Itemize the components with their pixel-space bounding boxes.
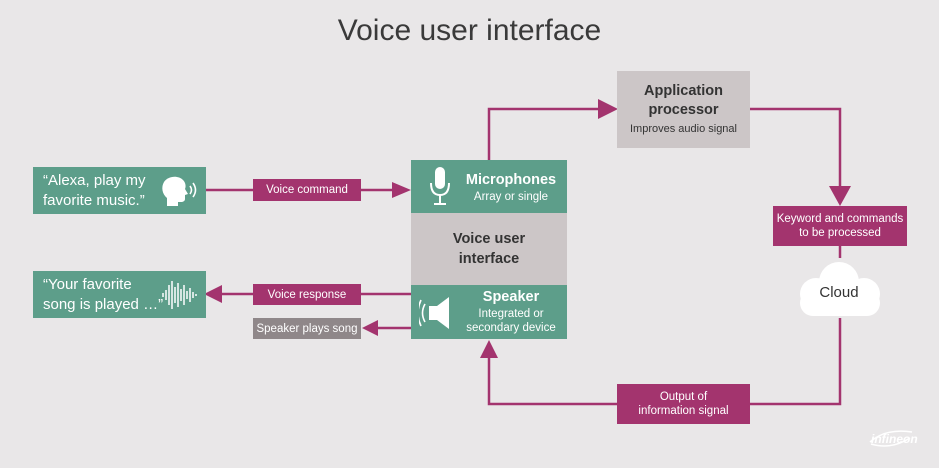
output-line2: information signal	[638, 405, 729, 417]
voice-user-interface-box: Voice user interface	[411, 213, 567, 285]
app-processor-line1: Application	[644, 83, 723, 99]
speaker-sub-line2: secondary device	[466, 322, 556, 334]
input-quote-line1: “Alexa, play my	[43, 171, 146, 189]
cloud-icon	[800, 262, 880, 316]
speaker-box: Speaker Integrated or secondary device	[411, 285, 567, 339]
output-quote-line2: song is played …”	[43, 295, 164, 313]
microphones-subtitle: Array or single	[473, 191, 549, 203]
keyword-line2: to be processed	[799, 227, 881, 239]
application-processor-box: Application processor Improves audio sig…	[617, 71, 750, 148]
infineon-logo	[869, 430, 913, 447]
speaker-plays-song-label: Speaker plays song	[253, 318, 361, 339]
microphones-title: Microphones	[465, 172, 557, 188]
logo-text: infineon	[871, 432, 918, 446]
output-information-signal-label: Output of information signal	[617, 384, 750, 424]
output-quote-line1: “Your favorite	[43, 275, 132, 293]
app-processor-subtitle: Improves audio signal	[629, 123, 737, 135]
keyword-line1: Keyword and commands	[776, 213, 904, 225]
voice-command-label: Voice command	[253, 179, 361, 201]
vui-line1: Voice user	[452, 231, 526, 247]
vui-line2: interface	[458, 251, 520, 267]
microphone-icon	[430, 167, 450, 205]
waveform-icon	[162, 281, 197, 309]
input-quote-line2: favorite music.”	[43, 191, 145, 209]
output-quote-box: “Your favorite song is played …”	[33, 271, 206, 318]
app-processor-line2: processor	[648, 102, 719, 118]
speaking-head-icon	[162, 176, 197, 206]
microphones-box: Microphones Array or single	[411, 160, 567, 213]
speaker-icon	[419, 297, 449, 329]
cloud-label: Cloud	[819, 284, 859, 301]
speaker-title: Speaker	[482, 289, 540, 305]
speaker-sub-line1: Integrated or	[478, 308, 544, 320]
keyword-commands-label: Keyword and commands to be processed	[773, 206, 907, 246]
voice-response-label: Voice response	[253, 284, 361, 305]
page-title: Voice user interface	[337, 14, 602, 47]
speaker-subtitle: Integrated or secondary device	[461, 307, 561, 335]
input-quote-box: “Alexa, play my favorite music.”	[33, 167, 206, 214]
output-line1: Output of	[659, 391, 708, 403]
